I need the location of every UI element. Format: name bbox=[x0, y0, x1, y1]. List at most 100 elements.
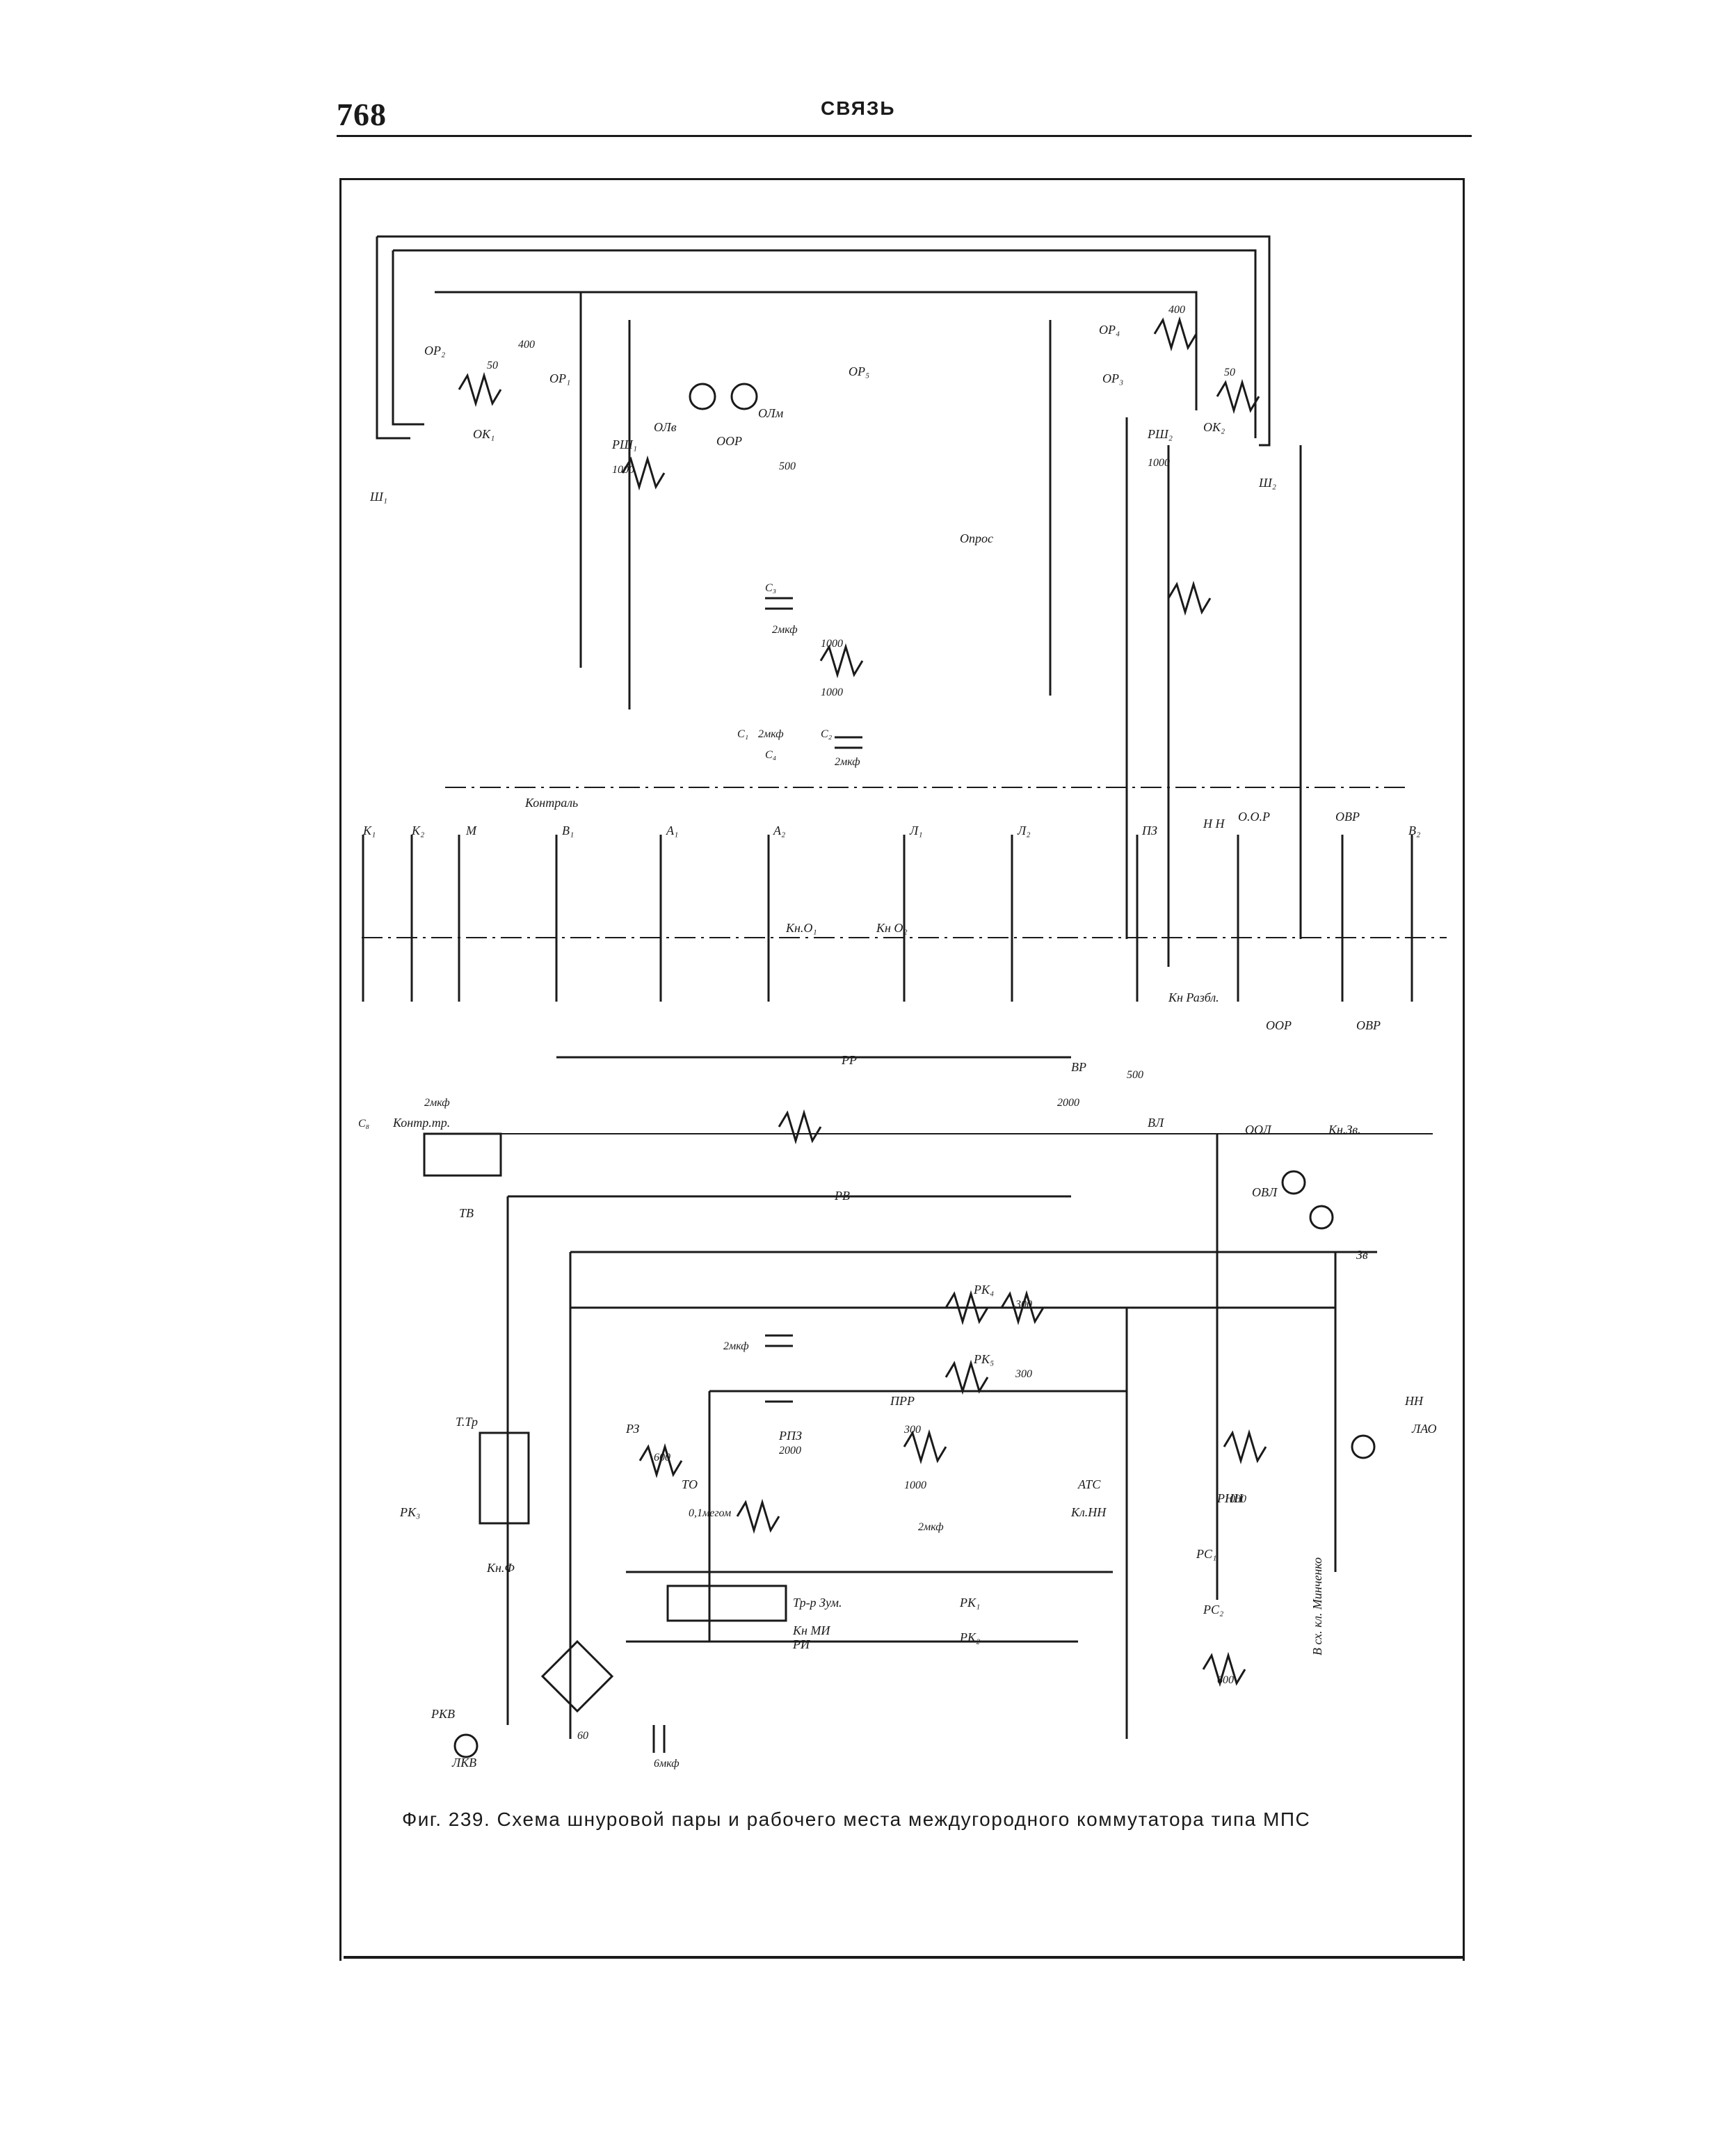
svg-text:АТС: АТС bbox=[1077, 1477, 1101, 1491]
svg-text:В сх. кл. Минченко: В сх. кл. Минченко bbox=[1310, 1557, 1324, 1655]
svg-text:ООР: ООР bbox=[716, 434, 742, 448]
svg-text:РР: РР bbox=[841, 1053, 857, 1067]
svg-text:РС₂: РС₂ bbox=[1203, 1603, 1223, 1616]
svg-text:Кл.НН: Кл.НН bbox=[1070, 1505, 1107, 1519]
svg-text:1000: 1000 bbox=[1224, 1493, 1246, 1505]
svg-text:РК₄: РК₄ bbox=[973, 1283, 994, 1297]
circuit-schematic: ОР₂ ОР₁ ОР₄ ОР₃ ОР₅ ОК₁ ОК₂ РШ₁ РШ₂ Ш₁ Ш… bbox=[348, 209, 1461, 1808]
svg-text:300: 300 bbox=[1015, 1368, 1032, 1380]
svg-text:В₁: В₁ bbox=[562, 824, 574, 837]
svg-text:1000: 1000 bbox=[821, 638, 843, 650]
svg-text:400: 400 bbox=[518, 339, 535, 351]
svg-text:ПРР: ПРР bbox=[890, 1394, 915, 1408]
svg-text:1000: 1000 bbox=[612, 464, 634, 476]
svg-text:50: 50 bbox=[487, 360, 498, 371]
svg-text:300: 300 bbox=[1015, 1299, 1032, 1310]
svg-text:А₂: А₂ bbox=[773, 824, 785, 837]
svg-text:Контр.тр.: Контр.тр. bbox=[392, 1116, 450, 1130]
svg-text:ООР: ООР bbox=[1266, 1018, 1292, 1032]
svg-text:Тр-р Зум.: Тр-р Зум. bbox=[793, 1596, 842, 1610]
svg-text:ОВР: ОВР bbox=[1356, 1018, 1381, 1032]
svg-text:ОК₂: ОК₂ bbox=[1203, 420, 1225, 434]
svg-text:1000: 1000 bbox=[904, 1479, 926, 1491]
svg-text:2000: 2000 bbox=[779, 1445, 801, 1457]
svg-text:РЗ: РЗ bbox=[625, 1422, 639, 1436]
svg-text:Опрос: Опрос bbox=[960, 531, 993, 545]
svg-text:0,1мегом: 0,1мегом bbox=[689, 1507, 731, 1519]
svg-text:А₁: А₁ bbox=[666, 824, 678, 837]
header-rule bbox=[337, 135, 1472, 137]
svg-text:6мкф: 6мкф bbox=[654, 1758, 680, 1770]
svg-text:К₂: К₂ bbox=[411, 824, 424, 837]
svg-text:ТВ: ТВ bbox=[459, 1206, 474, 1220]
svg-text:2мкф: 2мкф bbox=[772, 624, 798, 636]
svg-text:ОВЛ: ОВЛ bbox=[1252, 1185, 1278, 1199]
svg-text:С₈: С₈ bbox=[358, 1118, 369, 1130]
svg-text:400: 400 bbox=[1168, 304, 1185, 316]
svg-text:Кн.О₁: Кн.О₁ bbox=[785, 921, 817, 935]
svg-text:Кн Разбл.: Кн Разбл. bbox=[1168, 990, 1219, 1004]
running-head: СВЯЗЬ bbox=[821, 97, 896, 119]
svg-text:ЛКВ: ЛКВ bbox=[451, 1756, 476, 1770]
svg-text:РВ: РВ bbox=[834, 1189, 850, 1203]
svg-text:2мкф: 2мкф bbox=[723, 1340, 749, 1352]
svg-text:РПЗ: РПЗ bbox=[778, 1429, 802, 1443]
svg-text:ПЗ: ПЗ bbox=[1141, 824, 1157, 837]
svg-text:600: 600 bbox=[654, 1452, 670, 1463]
svg-text:Т.Тр: Т.Тр bbox=[456, 1415, 478, 1429]
svg-text:1000: 1000 bbox=[1148, 457, 1170, 469]
svg-text:2мкф: 2мкф bbox=[758, 728, 784, 740]
svg-text:ОР₅: ОР₅ bbox=[849, 364, 869, 378]
svg-text:ОВР: ОВР bbox=[1335, 810, 1360, 824]
svg-text:ВР: ВР bbox=[1071, 1060, 1086, 1074]
svg-text:РС₁: РС₁ bbox=[1196, 1547, 1216, 1561]
svg-text:500: 500 bbox=[779, 460, 796, 472]
svg-text:РК₃: РК₃ bbox=[399, 1505, 420, 1519]
svg-text:Н Н: Н Н bbox=[1203, 817, 1225, 831]
svg-text:Ш₁: Ш₁ bbox=[369, 490, 387, 504]
svg-text:С₃: С₃ bbox=[765, 582, 776, 594]
svg-text:Кн МИ: Кн МИ bbox=[792, 1623, 830, 1637]
svg-text:В₂: В₂ bbox=[1408, 824, 1420, 837]
svg-text:Кн.Зв.: Кн.Зв. bbox=[1328, 1123, 1361, 1137]
schematic-drawing: ОР₂ ОР₁ ОР₄ ОР₃ ОР₅ ОК₁ ОК₂ РШ₁ РШ₂ Ш₁ Ш… bbox=[358, 235, 1447, 1770]
svg-text:Кн.Ф: Кн.Ф bbox=[486, 1561, 515, 1575]
svg-text:2000: 2000 bbox=[1057, 1097, 1079, 1109]
svg-text:НН: НН bbox=[1404, 1394, 1424, 1408]
svg-text:ООЛ: ООЛ bbox=[1245, 1123, 1273, 1137]
svg-text:1000: 1000 bbox=[821, 687, 843, 698]
svg-text:О.О.Р: О.О.Р bbox=[1238, 810, 1270, 824]
svg-text:600: 600 bbox=[1217, 1674, 1234, 1686]
svg-text:РШ₁: РШ₁ bbox=[611, 438, 637, 451]
svg-text:С₄: С₄ bbox=[765, 749, 776, 761]
figure-caption: Фиг. 239. Схема шнуровой пары и рабочего… bbox=[402, 1808, 1311, 1830]
svg-text:ВЛ: ВЛ bbox=[1148, 1116, 1165, 1130]
svg-text:2мкф: 2мкф bbox=[424, 1097, 450, 1109]
svg-text:60: 60 bbox=[577, 1730, 588, 1742]
page-number: 768 bbox=[337, 97, 387, 132]
svg-text:ТО: ТО bbox=[682, 1477, 698, 1491]
svg-text:С₂: С₂ bbox=[821, 728, 833, 740]
figure-frame bbox=[339, 178, 1465, 1961]
svg-text:Зв: Зв bbox=[1356, 1248, 1368, 1262]
svg-text:М: М bbox=[465, 824, 477, 837]
svg-text:РК₂: РК₂ bbox=[959, 1630, 980, 1644]
svg-text:50: 50 bbox=[1224, 367, 1235, 378]
svg-text:Ш₂: Ш₂ bbox=[1258, 476, 1276, 490]
svg-text:ОЛм: ОЛм bbox=[758, 406, 784, 420]
svg-text:РНН: РНН bbox=[1216, 1491, 1244, 1505]
bottom-rule bbox=[344, 1956, 1465, 1959]
svg-text:300: 300 bbox=[903, 1424, 921, 1436]
svg-text:ОР₃: ОР₃ bbox=[1102, 371, 1123, 385]
svg-text:ОК₁: ОК₁ bbox=[473, 427, 495, 441]
svg-text:ОР₄: ОР₄ bbox=[1099, 323, 1120, 337]
svg-text:С₁: С₁ bbox=[737, 728, 748, 740]
svg-text:ОЛв: ОЛв bbox=[654, 420, 677, 434]
svg-text:Л₂: Л₂ bbox=[1017, 824, 1030, 837]
svg-text:500: 500 bbox=[1127, 1069, 1143, 1081]
svg-text:Кн О₂: Кн О₂ bbox=[876, 921, 908, 935]
svg-text:К₁: К₁ bbox=[362, 824, 376, 837]
svg-text:РКВ: РКВ bbox=[431, 1707, 455, 1721]
svg-text:РИ: РИ bbox=[792, 1637, 810, 1651]
svg-text:ОР₁: ОР₁ bbox=[549, 371, 570, 385]
